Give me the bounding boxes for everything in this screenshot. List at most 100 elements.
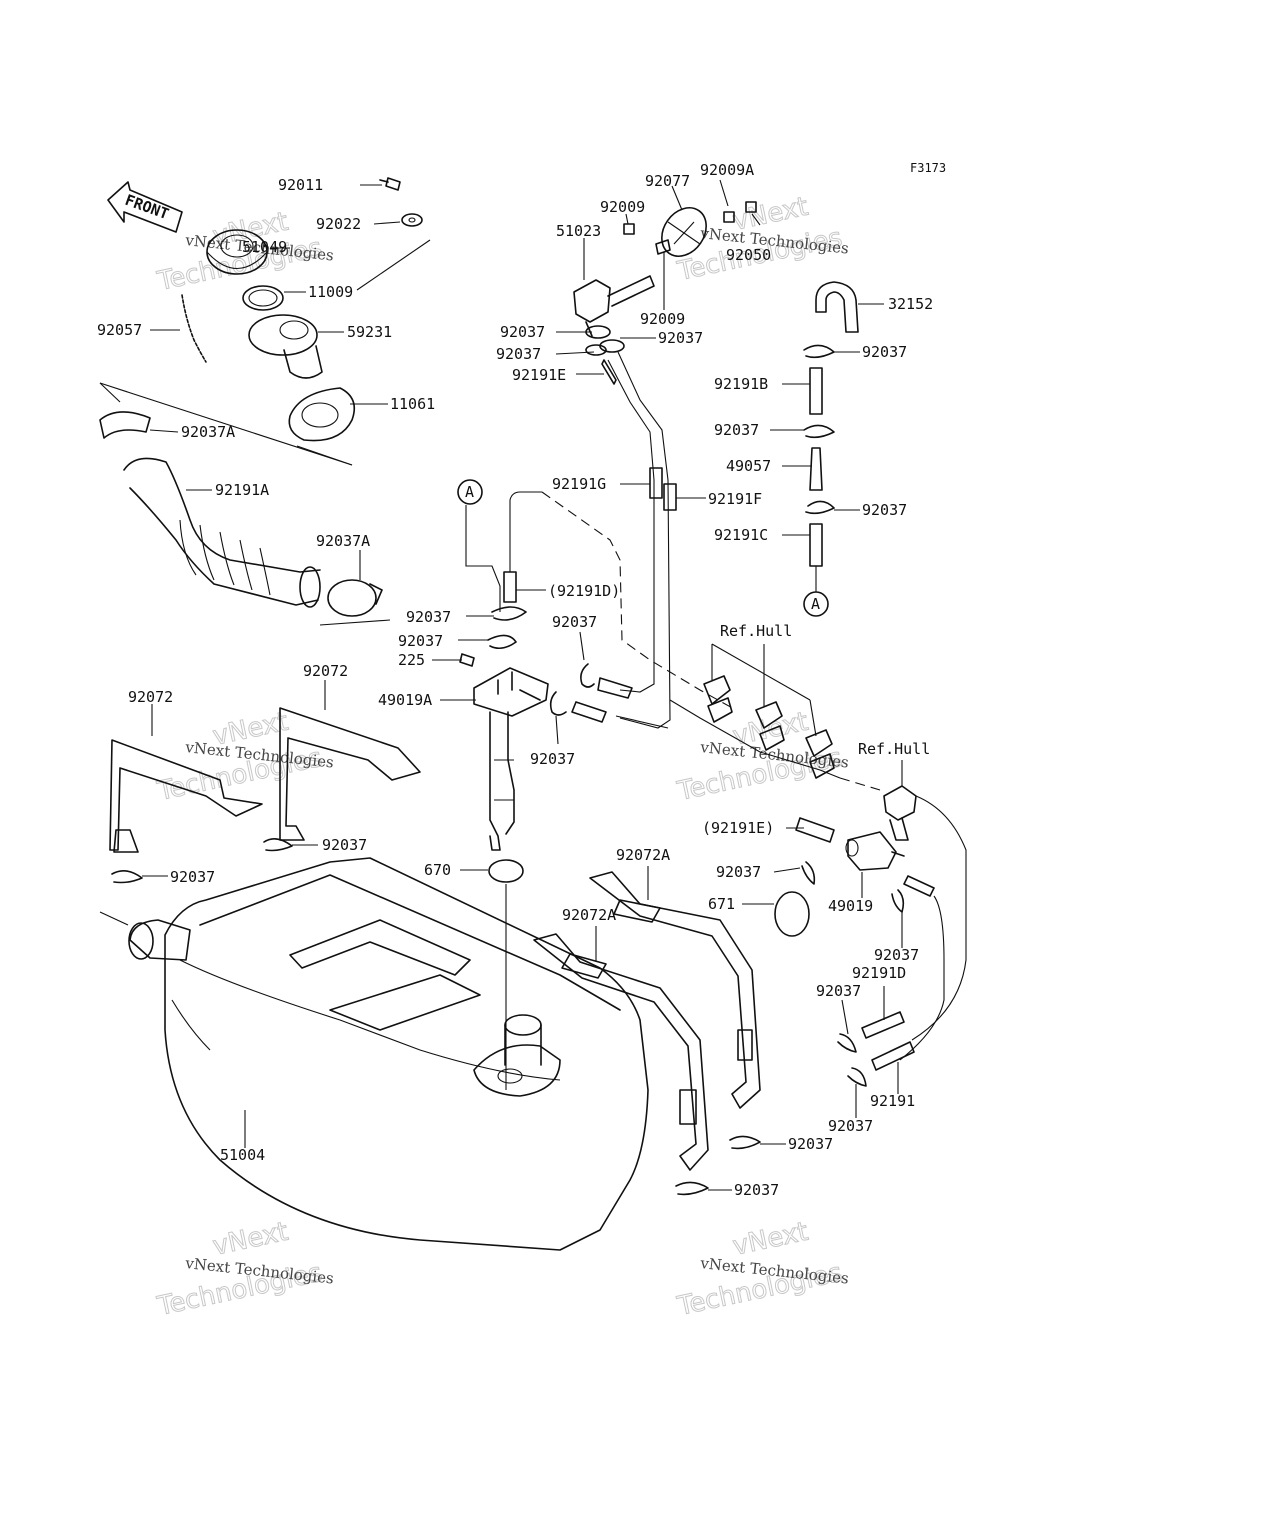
hose-92191-icon (871, 1041, 915, 1071)
label-92011: 92011 (278, 176, 323, 194)
hose-32152-icon (815, 281, 859, 333)
label-92191E: 92191E (512, 366, 566, 384)
clamp-92037-icon (491, 606, 527, 621)
fuel-valve-51023 (573, 201, 757, 356)
filler-cap-assembly (99, 177, 431, 466)
front-arrow-icon: FRONT (107, 181, 183, 233)
screw-92009A-icon (723, 211, 735, 223)
clamp-92037-icon (847, 1067, 867, 1087)
label-92022: 92022 (316, 215, 361, 233)
label-92037: 92037 (496, 345, 541, 363)
fuel-filter-49019 (774, 795, 967, 1087)
hose-92191C-icon (809, 523, 823, 567)
label-92037: 92037 (816, 982, 861, 1000)
label-92191A: 92191A (215, 481, 269, 499)
label-670: 670 (424, 861, 451, 879)
strap-92072-left (109, 707, 421, 853)
clamp-92037-icon (803, 424, 835, 439)
label-92072A-second: 92072A (562, 906, 616, 924)
label-92009A: 92009A (700, 161, 754, 179)
oring-11009-icon (242, 285, 284, 311)
ref-a-circle (457, 479, 483, 505)
label-92037A-second: 92037A (316, 532, 370, 550)
ref-a-label: A (811, 595, 820, 613)
fuel-tank-51004 (99, 857, 649, 1251)
label-49019: 49019 (828, 897, 873, 915)
gasket-11061-icon (288, 387, 356, 442)
label-49019A: 49019A (378, 691, 432, 709)
label-225: 225 (398, 651, 425, 669)
label-671: 671 (708, 895, 735, 913)
front-label: FRONT (123, 191, 172, 223)
clamp-92037-icon (805, 500, 835, 515)
label-92037: 92037 (874, 946, 919, 964)
label-92191D-paren: (92191D) (548, 582, 620, 600)
clamp-92037-icon (803, 344, 835, 359)
label-ref-hull: Ref.Hull (720, 622, 792, 640)
label-92077: 92077 (645, 172, 690, 190)
clamp-92037-icon (837, 1033, 857, 1053)
label-51004: 51004 (220, 1146, 265, 1164)
hose-92191E-paren-icon (795, 817, 835, 843)
filler-hose-assembly (99, 411, 391, 626)
label-92009: 92009 (600, 198, 645, 216)
watermark-big: vNext (210, 1217, 291, 1262)
oring-671-icon (774, 891, 810, 937)
watermark-big: vNext (730, 1217, 811, 1262)
tether-92057-icon (181, 294, 207, 363)
filler-neck-59231-icon (248, 314, 318, 356)
part-labels: 92011 92022 51049 11009 92057 59231 1106… (97, 161, 933, 1199)
screw-92009-icon (623, 223, 635, 235)
oring-670-icon (488, 859, 524, 883)
label-32152: 32152 (888, 295, 933, 313)
hose-92191B-icon (809, 367, 823, 415)
knob-92077-icon (661, 207, 707, 257)
joint-49057-icon (809, 447, 823, 491)
label-92057: 92057 (97, 321, 142, 339)
clamp-92037-icon (111, 870, 143, 884)
hose-92191G-icon (649, 467, 663, 499)
label-92037: 92037 (862, 501, 907, 519)
right-hoses (803, 281, 859, 592)
bolt-92011-icon (385, 177, 401, 191)
label-92050: 92050 (726, 246, 771, 264)
label-92191C: 92191C (714, 526, 768, 544)
label-92191D: 92191D (852, 964, 906, 982)
fuel-pump-49019A (459, 653, 549, 851)
label-92037: 92037 (862, 343, 907, 361)
label-92009-second: 92009 (640, 310, 685, 328)
label-92037: 92037 (530, 750, 575, 768)
clamp-92037-icon (891, 889, 905, 913)
label-49057: 49057 (726, 457, 771, 475)
hose-92191F-icon (663, 483, 677, 511)
label-92037: 92037 (322, 836, 367, 854)
label-92037: 92037 (716, 863, 761, 881)
label-11061: 11061 (390, 395, 435, 413)
label-92037: 92037 (500, 323, 545, 341)
clamp-92037-icon (263, 838, 293, 852)
ref-a-circle (803, 591, 829, 617)
clamp-92037A-second-icon (327, 579, 377, 617)
clamp-92037-icon (729, 1135, 761, 1150)
label-59231: 59231 (347, 323, 392, 341)
clamp-92037-icon (549, 691, 567, 716)
label-92037: 92037 (398, 632, 443, 650)
label-92037: 92037 (658, 329, 703, 347)
fuel-lines (465, 351, 737, 729)
strap-92072A (533, 871, 761, 1196)
label-92191E-paren: (92191E) (702, 819, 774, 837)
label-92037A: 92037A (181, 423, 235, 441)
hose-92191D-icon (861, 1011, 905, 1039)
label-92191: 92191 (870, 1092, 915, 1110)
clamp-92037-icon (580, 663, 595, 688)
label-92037: 92037 (828, 1117, 873, 1135)
label-92037: 92037 (734, 1181, 779, 1199)
ref-a-label: A (465, 483, 474, 501)
label-92037: 92037 (552, 613, 597, 631)
clamp-92037-icon (675, 1181, 709, 1196)
label-92037: 92037 (406, 608, 451, 626)
clamp-92037-icon (801, 861, 816, 885)
label-92037: 92037 (788, 1135, 833, 1153)
label-51049: 51049 (242, 238, 287, 256)
label-51023: 51023 (556, 222, 601, 240)
